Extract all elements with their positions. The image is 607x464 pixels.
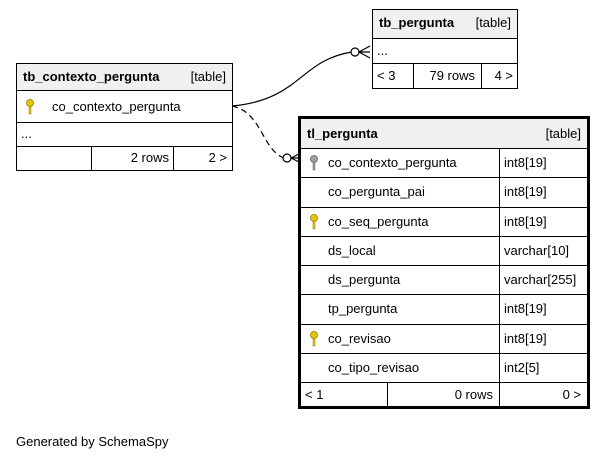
column-row[interactable]: co_tipo_revisao int2[5] bbox=[301, 353, 587, 383]
column-name: co_tipo_revisao bbox=[328, 359, 420, 375]
row-count: 2 rows bbox=[130, 150, 169, 165]
column-type: varchar[10] bbox=[504, 242, 570, 258]
column-name: co_pergunta_pai bbox=[328, 184, 425, 200]
primary-key-icon bbox=[310, 330, 318, 346]
children-link[interactable]: 0 > bbox=[562, 387, 581, 402]
column-row[interactable]: ds_pergunta varchar[255] bbox=[301, 266, 587, 296]
column-row[interactable]: co_contexto_pergunta int8[19] bbox=[301, 149, 587, 179]
footer-row: 2 rows 2 > bbox=[17, 147, 232, 170]
column-name: co_contexto_pergunta bbox=[52, 99, 181, 114]
parents-link[interactable]: < 3 bbox=[377, 68, 396, 83]
column-name: co_seq_pergunta bbox=[328, 213, 429, 229]
edge-contexto-to-pergunta-end-circle bbox=[350, 47, 360, 57]
edge-contexto-to-tl-pergunta bbox=[231, 105, 285, 159]
column-type: int2[5] bbox=[504, 359, 540, 375]
column-row[interactable]: ds_local varchar[10] bbox=[301, 236, 587, 266]
column-row[interactable]: co_pergunta_pai int8[19] bbox=[301, 178, 587, 208]
column-name: co_revisao bbox=[328, 330, 391, 346]
edge-contexto-to-tl-pergunta-end-circle bbox=[282, 153, 292, 163]
table-tb-contexto-pergunta[interactable]: tb_contexto_pergunta [table] co_contexto… bbox=[16, 63, 233, 171]
column-type: int8[19] bbox=[504, 301, 547, 317]
table-name: tb_pergunta bbox=[379, 15, 455, 30]
footer-row: < 3 79 rows 4 > bbox=[373, 64, 517, 88]
edge-contexto-to-pergunta bbox=[231, 51, 353, 107]
generated-by-caption: Generated by SchemaSpy bbox=[16, 434, 169, 449]
parents-link[interactable]: < 1 bbox=[305, 387, 324, 402]
table-kind: [table] bbox=[545, 126, 581, 141]
column-row[interactable]: co_revisao int8[19] bbox=[301, 324, 587, 354]
column-row[interactable]: co_seq_pergunta int8[19] bbox=[301, 207, 587, 237]
column-name: ds_pergunta bbox=[328, 272, 401, 287]
table-name: tl_pergunta bbox=[307, 126, 378, 141]
table-header: tb_pergunta [table] bbox=[373, 10, 517, 39]
column-name: ds_local bbox=[328, 242, 376, 258]
column-type: int8[19] bbox=[504, 155, 547, 170]
table-kind: [table] bbox=[475, 15, 511, 30]
column-type: int8[19] bbox=[504, 184, 547, 200]
table-tb-pergunta[interactable]: tb_pergunta [table] ... < 3 79 rows 4 > bbox=[372, 9, 518, 89]
column-row[interactable]: tp_pergunta int8[19] bbox=[301, 295, 587, 325]
row-count: 79 rows bbox=[429, 68, 475, 83]
children-link[interactable]: 4 > bbox=[494, 68, 513, 83]
table-header: tl_pergunta [table] bbox=[301, 119, 587, 149]
column-name: tp_pergunta bbox=[328, 301, 398, 317]
column-name: co_contexto_pergunta bbox=[328, 155, 457, 170]
footer-row: < 1 0 rows 0 > bbox=[301, 383, 587, 407]
column-type: int8[19] bbox=[504, 213, 547, 229]
table-name: tb_contexto_pergunta bbox=[23, 69, 160, 84]
children-link[interactable]: 2 > bbox=[208, 150, 227, 165]
column-type: varchar[255] bbox=[504, 272, 577, 287]
column-row[interactable]: co_contexto_pergunta bbox=[17, 91, 232, 123]
ellipsis-row: ... bbox=[373, 39, 517, 64]
ellipsis-row: ... bbox=[17, 123, 232, 147]
table-kind: [table] bbox=[190, 69, 226, 84]
ellipsis: ... bbox=[377, 43, 388, 58]
primary-key-icon bbox=[26, 99, 34, 115]
row-count: 0 rows bbox=[454, 387, 493, 402]
table-tl-pergunta[interactable]: tl_pergunta [table] co_contexto_pergunta… bbox=[298, 116, 590, 409]
foreign-key-icon bbox=[310, 155, 318, 171]
primary-key-icon bbox=[310, 213, 318, 229]
column-type: int8[19] bbox=[504, 330, 547, 346]
table-header: tb_contexto_pergunta [table] bbox=[17, 64, 232, 91]
edge-contexto-to-pergunta-crowfoot bbox=[358, 45, 371, 59]
ellipsis: ... bbox=[21, 126, 32, 141]
